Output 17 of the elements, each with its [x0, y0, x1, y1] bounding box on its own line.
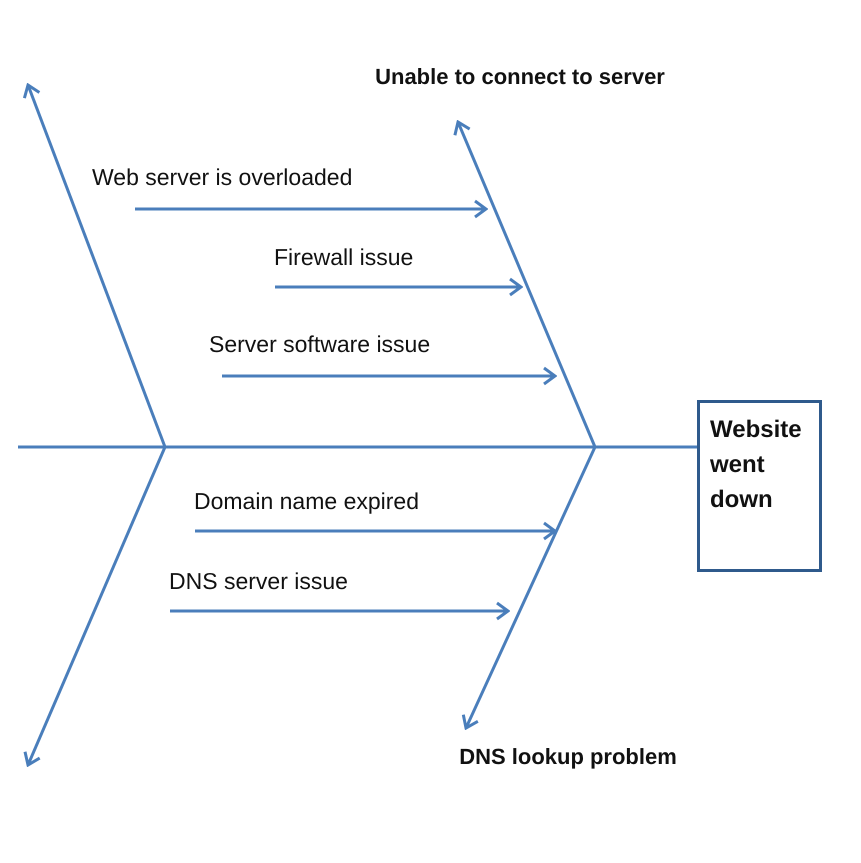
arrow — [135, 200, 488, 218]
cause-label: Server software issue — [209, 331, 430, 358]
arrow — [222, 366, 556, 386]
effect-box — [697, 400, 822, 572]
arrow — [275, 278, 522, 296]
effect-label: Website went down — [710, 415, 803, 515]
arrow — [453, 120, 596, 448]
arrow — [462, 446, 596, 730]
arrow — [195, 522, 556, 540]
cause-label: Firewall issue — [274, 244, 414, 271]
cause-label: Web server is overloaded — [92, 164, 352, 191]
arrow — [170, 602, 510, 620]
category-heading: Unable to connect to server — [374, 64, 666, 90]
cause-label: Domain name expired — [194, 488, 420, 515]
spine-line — [18, 446, 697, 448]
category-heading: DNS lookup problem — [458, 744, 678, 770]
cause-label: DNS server issue — [169, 568, 348, 595]
